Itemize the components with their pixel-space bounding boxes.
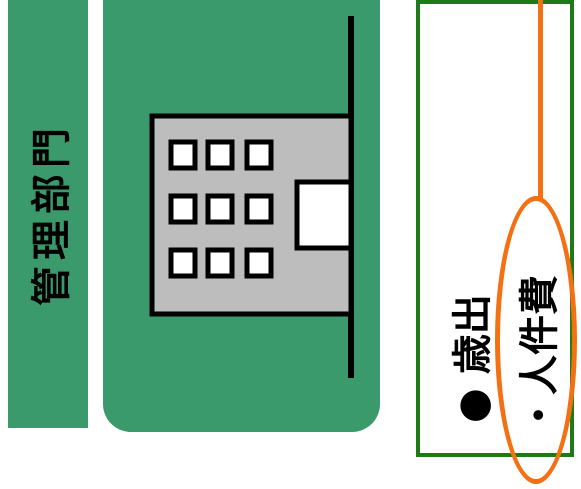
personnel-expense-label: ・人件費 [517,275,563,435]
office-building-icon [149,16,354,378]
expense-label: ● 歳出 [450,294,496,423]
budget-box [416,0,574,457]
budget-box-top-border [416,0,574,4]
department-label: 管理部門 [29,122,75,306]
highlight-oval [495,196,577,484]
connector-line [538,0,543,198]
department-band: 管理部門 [8,0,88,428]
